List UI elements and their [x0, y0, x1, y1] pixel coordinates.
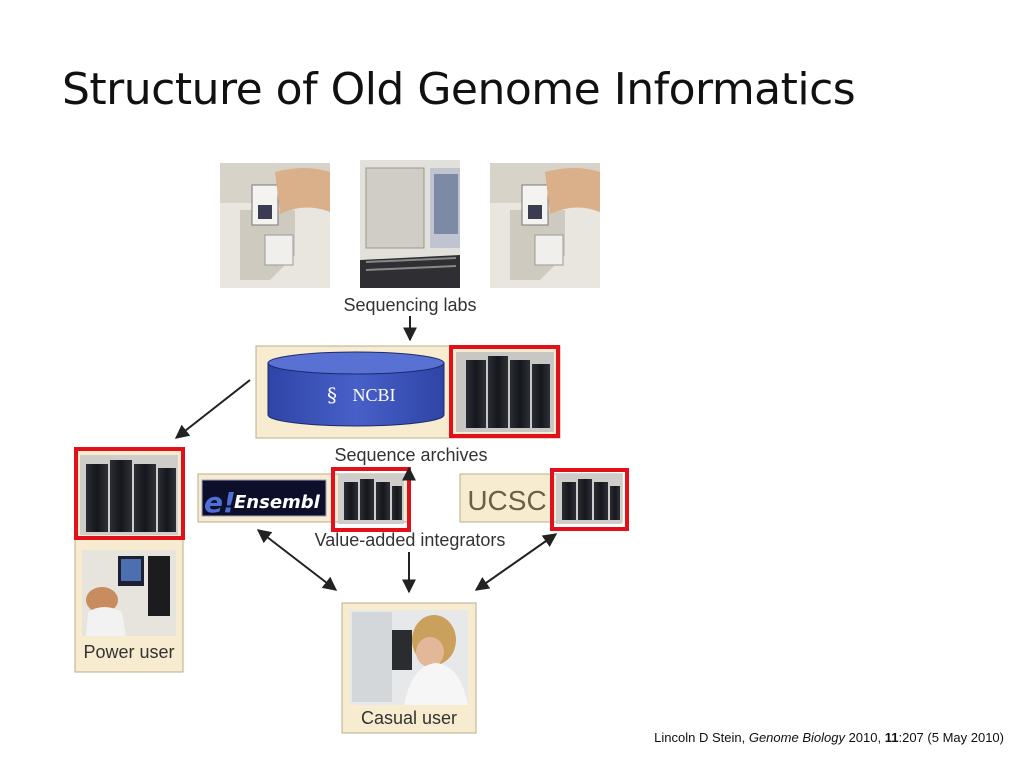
- sequencer-photo-center: [360, 160, 460, 288]
- casual-user-photo: [350, 610, 468, 705]
- ensembl-server-highlight: [331, 467, 411, 532]
- arrow-archive-to-power-user: [174, 379, 251, 439]
- citation-pages-date: :207 (5 May 2010): [898, 730, 1004, 745]
- ncbi-logo-helix-icon: §: [327, 383, 337, 407]
- sequencing-labs-label: Sequencing labs: [343, 295, 476, 315]
- power-user-server-rack-photo: [80, 455, 178, 535]
- ucsc-server-highlight: [550, 468, 629, 531]
- citation-author: Lincoln D Stein,: [654, 730, 749, 745]
- citation-journal: Genome Biology: [748, 730, 845, 745]
- power-user-photo: [82, 550, 176, 636]
- sequencer-photo-right: [490, 163, 600, 288]
- citation-year: 2010,: [844, 730, 885, 745]
- power-user-server-highlight: [74, 447, 185, 540]
- ncbi-database-cylinder: [267, 351, 445, 427]
- citation: Lincoln D Stein, Genome Biology 2010, 11…: [654, 730, 1004, 745]
- sequence-archives-label: Sequence archives: [334, 445, 487, 465]
- ncbi-logo-text: NCBI: [352, 385, 395, 405]
- arrow-ensembl-to-casual-user: [256, 529, 338, 591]
- ensembl-server-rack-photo: [338, 474, 404, 524]
- ensembl-logo-e: e!: [204, 486, 236, 519]
- power-user-label: Power user: [83, 642, 174, 662]
- citation-volume: 11: [884, 730, 899, 745]
- ucsc-logo-text: UCSC: [467, 485, 546, 516]
- ensembl-logo-background: [201, 479, 327, 517]
- arrow-ucsc-to-casual-user: [474, 533, 558, 591]
- archive-server-highlight: [449, 345, 560, 438]
- ucsc-server-rack-photo: [556, 474, 622, 524]
- ensembl-logo-text: Ensembl: [234, 492, 321, 513]
- casual-user-label: Casual user: [361, 708, 457, 728]
- slide-title: Structure of Old Genome Informatics: [62, 64, 856, 115]
- sequencer-photo-left: [220, 163, 330, 288]
- value-added-integrators-label: Value-added integrators: [315, 530, 506, 550]
- archive-server-rack-photo: [456, 352, 554, 432]
